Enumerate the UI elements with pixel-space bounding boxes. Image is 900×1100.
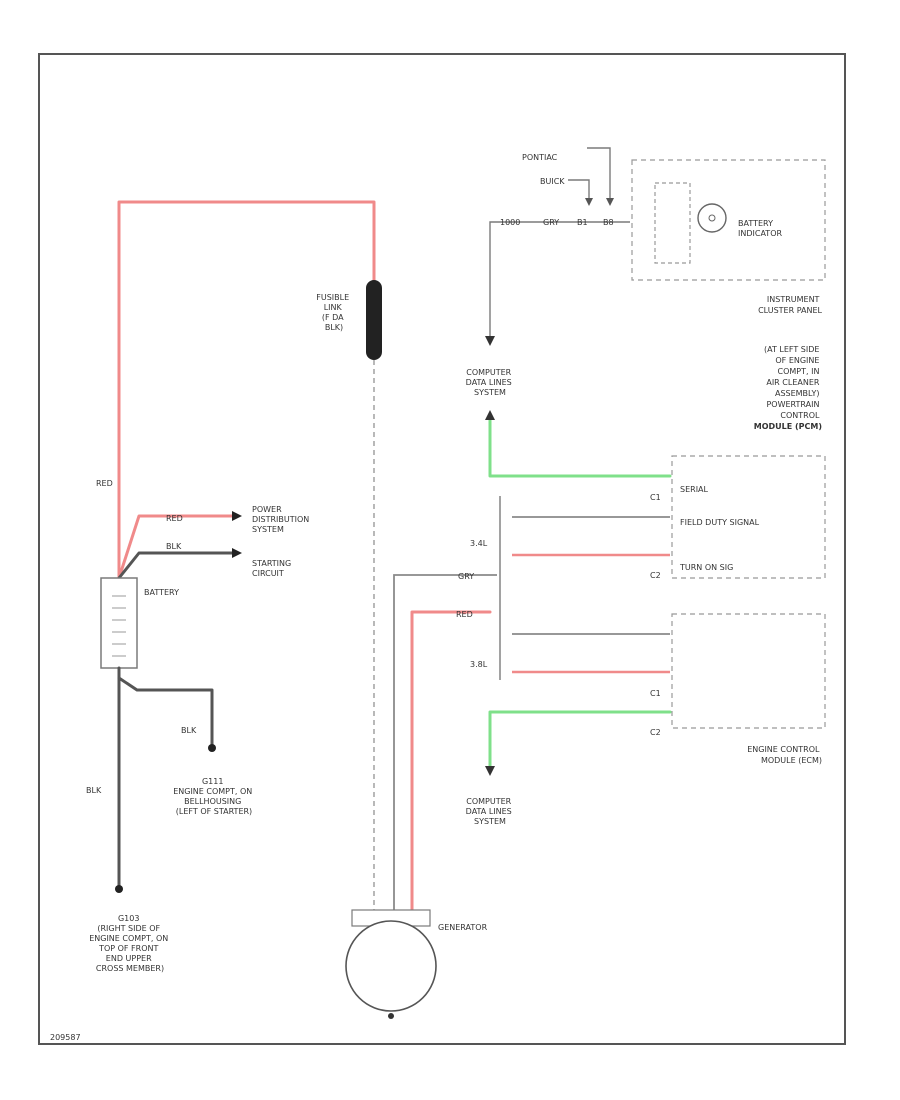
generator-label: GENERATOR bbox=[438, 923, 488, 932]
svg-text:1000: 1000 bbox=[500, 218, 520, 227]
green-wire-serial-pcm bbox=[488, 418, 672, 478]
gry-wire-generator bbox=[393, 574, 497, 910]
svg-text:GRY: GRY bbox=[543, 218, 559, 227]
indicator-subbox bbox=[654, 182, 691, 264]
c1b-label: C1 bbox=[650, 689, 661, 698]
arrow-power-distribution bbox=[232, 511, 242, 521]
blk-wire-g111 bbox=[117, 676, 214, 746]
pontiac-leader bbox=[587, 147, 611, 200]
svg-text:B8: B8 bbox=[603, 218, 614, 227]
l34-label: 3.4L bbox=[470, 539, 488, 548]
red-short-label: RED bbox=[166, 514, 183, 523]
c2b-label: C2 bbox=[650, 728, 661, 737]
serial-label: SERIAL bbox=[680, 485, 709, 494]
pontiac-label: PONTIAC bbox=[522, 153, 558, 162]
turn-on-label: TURN ON SIG bbox=[679, 563, 733, 572]
c1a-label: C1 bbox=[650, 493, 661, 502]
buick-leader bbox=[568, 179, 590, 200]
g103-label: G103 (RIGHT SIDE OF ENGINE COMPT, ON TOP… bbox=[89, 914, 171, 973]
gry-generator-label: GRY bbox=[458, 572, 474, 581]
starting-circuit-label: STARTING CIRCUIT bbox=[252, 559, 294, 578]
buick-label: BUICK bbox=[540, 177, 565, 186]
computer-data-lines-bottom-label: COMPUTER DATA LINES SYSTEM bbox=[466, 797, 515, 826]
blk-g111-label: BLK bbox=[181, 726, 197, 735]
red-left-wire-label: RED bbox=[96, 479, 113, 488]
red-wire-power-distribution bbox=[117, 514, 234, 580]
battery-indicator-lamp bbox=[697, 203, 727, 233]
c2a-label: C2 bbox=[650, 571, 661, 580]
l38-label: 3.8L bbox=[470, 660, 488, 669]
battery-symbol bbox=[100, 577, 138, 669]
battery-label: BATTERY bbox=[144, 588, 179, 597]
blk-short-label: BLK bbox=[166, 542, 182, 551]
computer-data-lines-top-label: COMPUTER DATA LINES SYSTEM bbox=[466, 368, 515, 397]
red-generator-label: RED bbox=[456, 610, 473, 619]
blk-left-label: BLK bbox=[86, 786, 102, 795]
battery-indicator-label: BATTERY INDICATOR bbox=[738, 219, 782, 238]
arrow-data-lines-bottom bbox=[485, 766, 495, 776]
fusible-link bbox=[366, 280, 382, 360]
blk-wire-starting-circuit bbox=[117, 551, 234, 580]
generator-symbol bbox=[345, 920, 437, 1012]
arrow-data-lines-top bbox=[485, 336, 495, 346]
generator-ground bbox=[388, 1013, 394, 1019]
instrument-cluster-label: INSTRUMENT CLUSTER PANEL bbox=[758, 295, 822, 315]
ecm-box bbox=[671, 613, 826, 729]
wire-cluster-to-data-lines bbox=[489, 221, 630, 336]
red-wire-generator bbox=[410, 610, 492, 912]
ground-g103 bbox=[115, 885, 123, 893]
svg-text:B1: B1 bbox=[577, 218, 588, 227]
arrow-data-lines-top-up bbox=[485, 410, 495, 420]
instrument-cluster-box bbox=[631, 159, 826, 281]
g111-label: G111 ENGINE COMPT, ON BELLHOUSING (LEFT … bbox=[173, 777, 255, 816]
diagram-frame bbox=[38, 53, 846, 1045]
ecm-label: ENGINE CONTROL MODULE (ECM) bbox=[747, 745, 822, 765]
power-distribution-label: POWER DISTRIBUTION SYSTEM bbox=[252, 505, 312, 534]
pcm-location-label: (AT LEFT SIDE OF ENGINE COMPT, IN AIR CL… bbox=[754, 345, 822, 431]
ground-g111 bbox=[208, 744, 216, 752]
pcm-box bbox=[671, 455, 826, 579]
red-wire-battery-to-fusible-link bbox=[117, 200, 376, 580]
arrow-starting-circuit bbox=[232, 548, 242, 558]
green-wire-serial-ecm bbox=[488, 710, 672, 768]
figure-id: 209587 bbox=[50, 1033, 81, 1042]
fusible-link-label: FUSIBLE LINK (F DA BLK) bbox=[316, 293, 351, 332]
field-duty-label: FIELD DUTY SIGNAL bbox=[680, 518, 760, 527]
